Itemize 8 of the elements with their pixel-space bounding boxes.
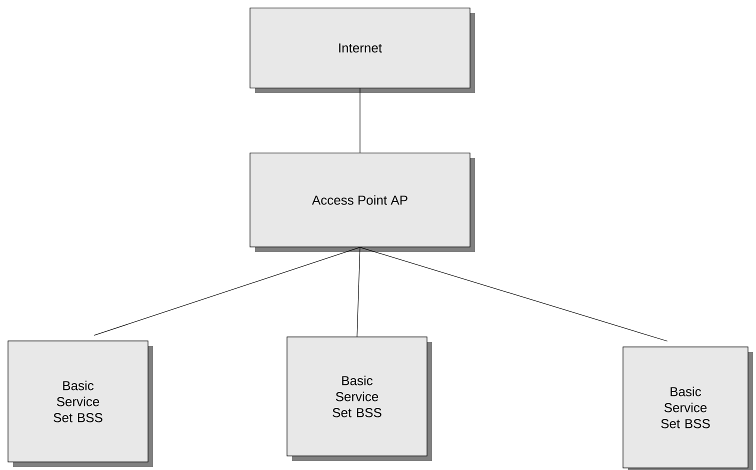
bss-box: Basic Service Set BSS bbox=[622, 346, 753, 470]
connector-line bbox=[360, 246, 668, 342]
network-box: Access Point AP bbox=[250, 152, 475, 252]
bss-box: Basic Service Set BSS bbox=[286, 336, 432, 461]
connector-line bbox=[356, 246, 360, 337]
network-box: Internet bbox=[250, 8, 475, 93]
connector-line bbox=[94, 246, 360, 336]
bss-box: Basic Service Set BSS bbox=[8, 340, 153, 467]
